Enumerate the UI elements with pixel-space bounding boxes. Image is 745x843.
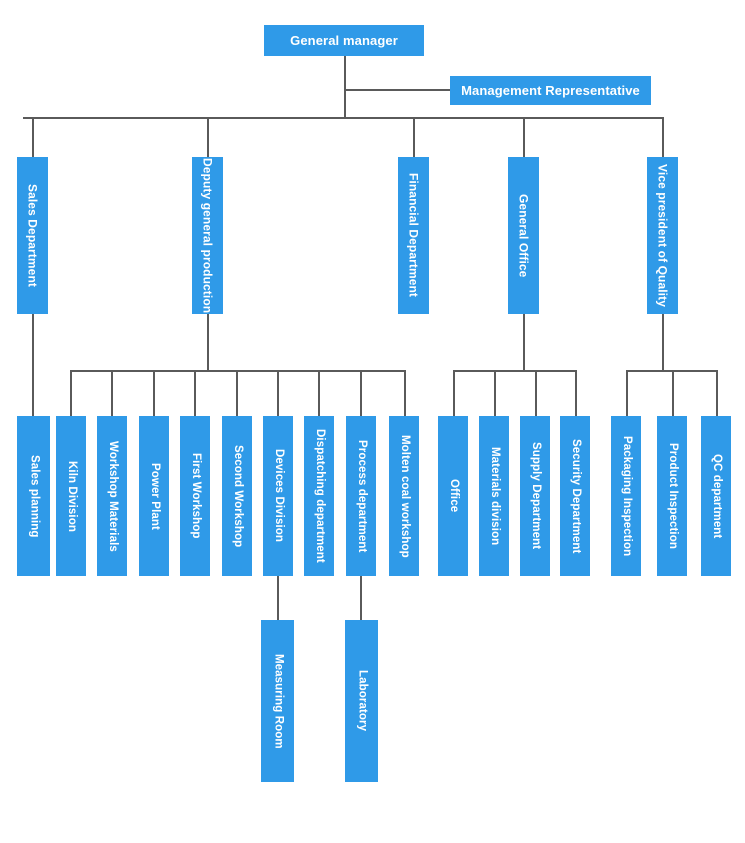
edge-drop-first-workshop: [194, 370, 196, 416]
edge-gm-stem: [344, 55, 346, 117]
edge-drop-second-workshop: [236, 370, 238, 416]
node-measuring-room[interactable]: Measuring Room: [261, 620, 294, 782]
edge-process-department-to-laboratory: [360, 576, 362, 620]
node-label: Office: [447, 479, 460, 513]
node-label: Workshop Materials: [106, 440, 119, 552]
node-first-workshop[interactable]: First Workshop: [180, 416, 210, 576]
node-label: Sales planning: [28, 454, 41, 538]
node-label: Kiln Division: [65, 460, 78, 532]
node-supply-department[interactable]: Supply Department: [520, 416, 550, 576]
node-molten-coal-workshop[interactable]: Molten coal workshop: [389, 416, 419, 576]
edge-drop-packaging-inspection: [626, 370, 628, 416]
node-label: General Office: [516, 193, 531, 278]
node-general-manager[interactable]: General manager: [264, 25, 424, 56]
node-qc-department[interactable]: QC department: [701, 416, 731, 576]
edge-drop-product-inspection: [672, 370, 674, 416]
edge-deputy-stem: [207, 313, 209, 370]
edge-drop-deputy-general-production: [207, 117, 209, 157]
edge-drop-security-department: [575, 370, 577, 416]
node-label: Molten coal workshop: [398, 434, 411, 558]
node-sales-planning[interactable]: Sales planning: [17, 416, 50, 576]
edge-drop-financial-department: [413, 117, 415, 157]
edge-drop-office: [453, 370, 455, 416]
edge-drop-power-plant: [153, 370, 155, 416]
node-kiln-division[interactable]: Kiln Division: [56, 416, 86, 576]
node-label: Supply Department: [529, 442, 542, 550]
edge-drop-workshop-materials: [111, 370, 113, 416]
node-label: Second Workshop: [231, 444, 244, 548]
node-label: Measuring Room: [272, 653, 285, 749]
node-label: Product Inspection: [666, 443, 679, 549]
node-laboratory[interactable]: Laboratory: [345, 620, 378, 782]
edge-general-office-stem: [523, 313, 525, 370]
node-label: Management Representative: [461, 83, 640, 98]
edge-level2-bus: [23, 117, 663, 119]
node-label: Dispatching department: [313, 429, 326, 563]
node-label: Packaging Inspection: [620, 435, 633, 557]
node-label: Vice president of Quality: [655, 164, 670, 307]
node-label: Materials division: [488, 446, 501, 546]
node-label: Deputy general production: [200, 157, 215, 314]
edge-drop-sales-department: [32, 117, 34, 157]
node-second-workshop[interactable]: Second Workshop: [222, 416, 252, 576]
edge-drop-supply-department: [535, 370, 537, 416]
node-label: First Workshop: [189, 453, 202, 539]
node-vice-president-of-quality[interactable]: Vice president of Quality: [647, 157, 678, 314]
node-label: Sales Department: [25, 184, 40, 287]
edge-devices-division-to-measuring-room: [277, 576, 279, 620]
edge-sales-department-to-sales-planning: [32, 313, 34, 416]
edge-drop-qc-department: [716, 370, 718, 416]
edge-gm-to-mgmt-rep: [344, 89, 450, 91]
node-management-representative[interactable]: Management Representative: [450, 76, 651, 105]
node-office[interactable]: Office: [438, 416, 468, 576]
edge-drop-dispatching-department: [318, 370, 320, 416]
edge-drop-general-office: [523, 117, 525, 157]
node-label: Laboratory: [356, 670, 369, 732]
node-power-plant[interactable]: Power Plant: [139, 416, 169, 576]
node-general-office[interactable]: General Office: [508, 157, 539, 314]
node-financial-department[interactable]: Financial Department: [398, 157, 429, 314]
edge-drop-devices-division: [277, 370, 279, 416]
node-dispatching-department[interactable]: Dispatching department: [304, 416, 334, 576]
node-security-department[interactable]: Security Department: [560, 416, 590, 576]
node-sales-department[interactable]: Sales Department: [17, 157, 48, 314]
node-label: Process department: [355, 439, 368, 553]
edge-drop-materials-division: [494, 370, 496, 416]
node-label: Power Plant: [148, 462, 161, 530]
edge-drop-kiln-division: [70, 370, 72, 416]
edge-general-office-bus: [453, 370, 576, 372]
node-label: Security Department: [569, 438, 582, 554]
node-process-department[interactable]: Process department: [346, 416, 376, 576]
node-label: QC department: [710, 453, 723, 539]
node-packaging-inspection[interactable]: Packaging Inspection: [611, 416, 641, 576]
edge-vice-president-quality-stem: [662, 313, 664, 370]
node-label: General manager: [290, 33, 398, 48]
edge-drop-molten-coal-workshop: [404, 370, 406, 416]
node-label: Financial Department: [406, 173, 421, 298]
node-materials-division[interactable]: Materials division: [479, 416, 509, 576]
node-label: Devices Division: [272, 449, 285, 543]
node-workshop-materials[interactable]: Workshop Materials: [97, 416, 127, 576]
node-devices-division[interactable]: Devices Division: [263, 416, 293, 576]
node-deputy-general-production[interactable]: Deputy general production: [192, 157, 223, 314]
edge-drop-vice-president-quality: [662, 117, 664, 157]
edge-drop-process-department: [360, 370, 362, 416]
node-product-inspection[interactable]: Product Inspection: [657, 416, 687, 576]
